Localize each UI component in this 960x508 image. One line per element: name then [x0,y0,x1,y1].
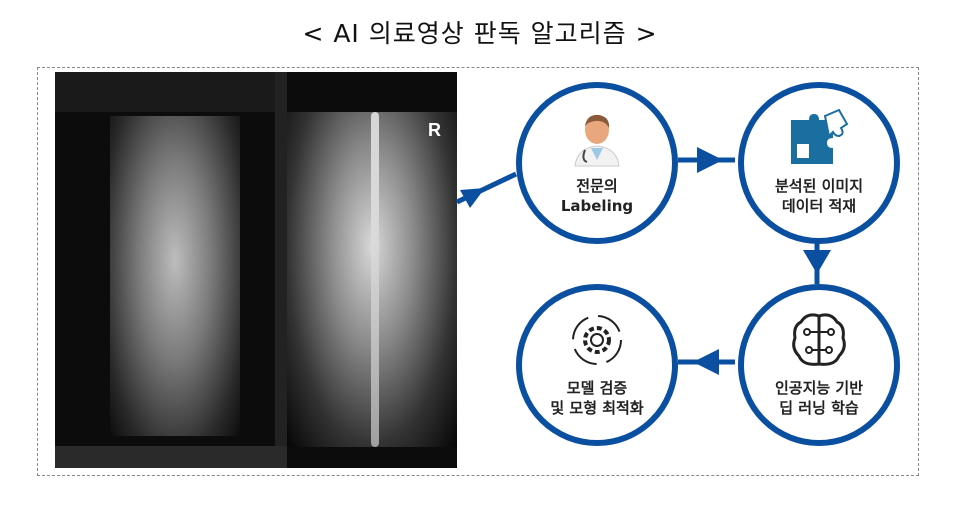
arrowhead-screenshot [460,188,485,208]
step-label: 인공지능 기반 딥 러닝 학습 [774,379,864,417]
step-model-validation: 모델 검증 및 모형 최적화 [516,284,678,446]
step-data-loading: 분석된 이미지 데이터 적재 [738,82,900,244]
abdominal-xray-image [110,116,240,436]
diagram-frame [37,67,919,476]
brain-circuit-icon [792,313,846,366]
spine [371,112,379,447]
medical-imaging-screenshot: R [55,72,457,468]
thumbnail-strip [55,446,287,468]
puzzle-icon [791,108,849,164]
page-title: < AI 의료영상 판독 알고리즘 > [302,19,658,48]
step-deep-learning: 인공지능 기반 딥 러닝 학습 [738,284,900,446]
arrowhead-2-3 [803,250,831,274]
doctor-icon [574,114,620,167]
gear-cycle-icon [572,315,622,365]
step-expert-labeling: 전문의 Labeling [516,82,678,244]
step-label: 분석된 이미지 데이터 적재 [774,177,864,215]
step-label: 모델 검증 및 모형 최적화 [550,379,644,417]
xray-marker: R [428,120,441,140]
spine-xray-image: R [287,112,457,447]
step-label: 전문의 Labeling [560,177,634,215]
viewer-toolbar [275,72,287,468]
viewer-header [55,72,275,112]
arrowhead-3-4 [693,349,719,375]
arrowhead-1-2 [697,147,723,173]
